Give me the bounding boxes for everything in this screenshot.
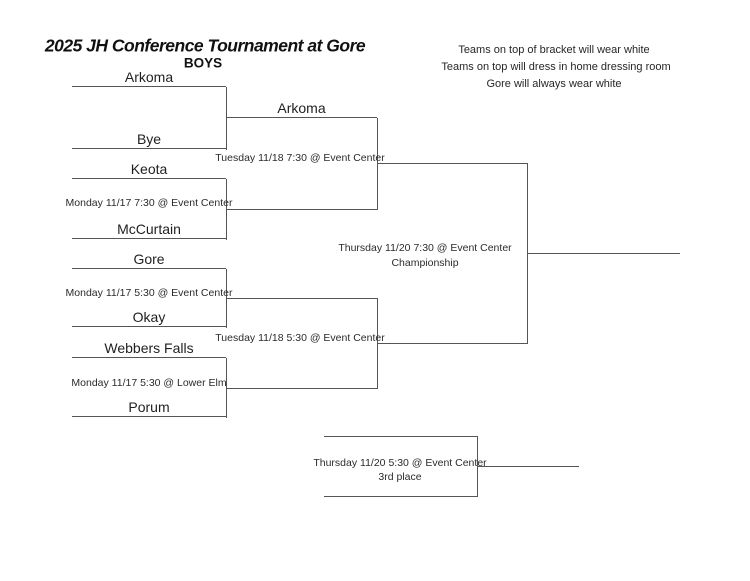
champion-winner-line xyxy=(527,253,680,254)
round1-slot-okay: Okay xyxy=(72,307,226,327)
third-place-top-line xyxy=(324,436,477,437)
game-time-semifinal-top: Tuesday 11/18 7:30 @ Event Center xyxy=(215,152,385,164)
connector-webbers-porum xyxy=(226,358,227,418)
third-place-bottom-line xyxy=(324,496,477,497)
round2-line-keota-mccurtain-winner xyxy=(226,209,377,210)
round2-slot-arkoma: Arkoma xyxy=(226,98,377,118)
connector-semifinal-bottom xyxy=(377,298,378,389)
championship-label: Championship xyxy=(391,257,459,269)
connector-gore-okay xyxy=(226,269,227,328)
division-label: BOYS xyxy=(183,55,223,71)
note-line-1: Teams on top of bracket will wear white xyxy=(458,44,650,56)
game-time-semifinal-bottom: Tuesday 11/18 5:30 @ Event Center xyxy=(215,332,385,344)
round1-slot-keota: Keota xyxy=(72,159,226,179)
third-place-label: 3rd place xyxy=(378,471,422,483)
game-time-gore-okay: Monday 11/17 5:30 @ Event Center xyxy=(65,287,233,299)
third-place-winner-line xyxy=(477,466,579,467)
round1-slot-mccurtain: McCurtain xyxy=(72,219,226,239)
note-line-3: Gore will always wear white xyxy=(486,78,622,90)
connector-semifinal-top xyxy=(377,118,378,210)
round2-line-webbers-porum-winner xyxy=(226,388,377,389)
game-time-keota-mccurtain: Monday 11/17 7:30 @ Event Center xyxy=(65,197,233,209)
round2-line-gore-okay-winner xyxy=(226,298,377,299)
round1-slot-bye: Bye xyxy=(72,129,226,149)
note-line-2: Teams on top will dress in home dressing… xyxy=(441,61,671,73)
round1-slot-porum: Porum xyxy=(72,397,226,417)
semifinal-top-winner-line xyxy=(377,163,527,164)
connector-arkoma-bye xyxy=(226,87,227,150)
round1-slot-webbers-falls: Webbers Falls xyxy=(72,338,226,358)
round1-slot-gore: Gore xyxy=(72,249,226,269)
connector-championship xyxy=(527,163,528,344)
tournament-title: 2025 JH Conference Tournament at Gore xyxy=(44,35,366,56)
connector-keota-mccurtain xyxy=(226,179,227,240)
round1-slot-arkoma: Arkoma xyxy=(72,67,226,87)
game-time-championship: Thursday 11/20 7:30 @ Event Center xyxy=(338,242,512,254)
game-time-third-place: Thursday 11/20 5:30 @ Event Center xyxy=(313,457,487,469)
semifinal-bottom-winner-line xyxy=(377,343,527,344)
game-time-webbers-porum: Monday 11/17 5:30 @ Lower Elm xyxy=(71,377,227,389)
